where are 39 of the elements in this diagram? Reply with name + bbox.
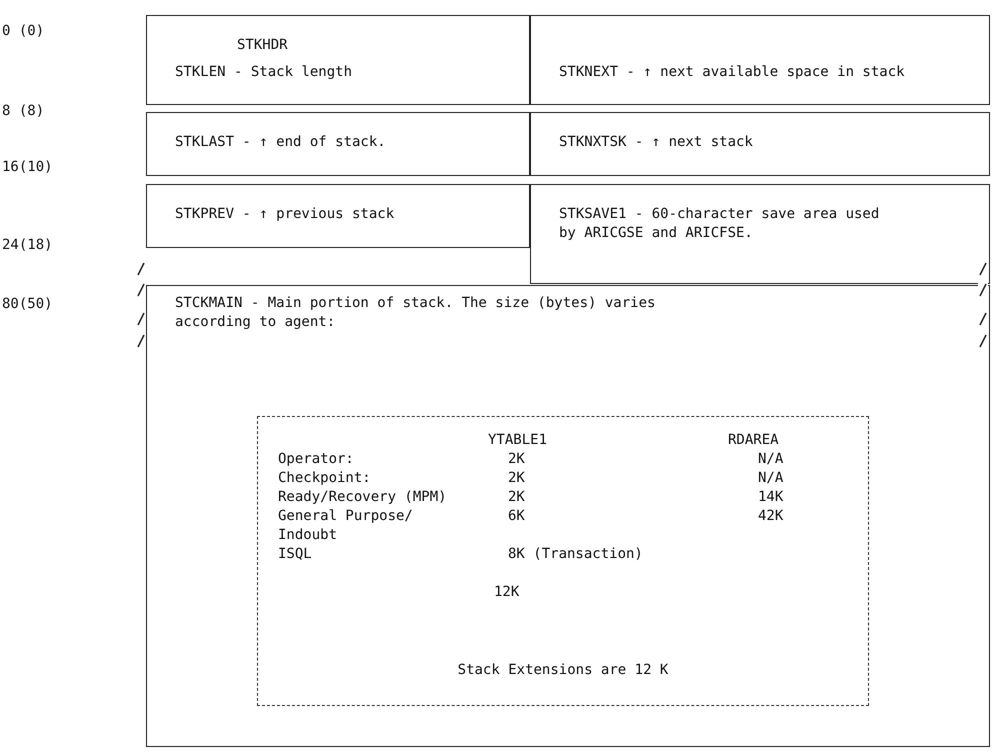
field-box xyxy=(146,15,530,105)
field-box xyxy=(530,15,990,105)
field-box xyxy=(146,285,990,747)
offset-label: 16(10) xyxy=(2,158,54,177)
offset-label: 24(18) xyxy=(2,236,54,255)
row-label: Operator: xyxy=(278,450,355,469)
size-value: 2K xyxy=(508,450,526,469)
field-box xyxy=(146,112,530,176)
column-header: YTABLE1 xyxy=(488,431,548,450)
size-value: 6K xyxy=(508,507,526,526)
field-label: STKLEN - Stack length xyxy=(175,63,354,82)
field-label: STKPREV - ↑ previous stack xyxy=(175,205,396,224)
field-box xyxy=(530,184,990,284)
size-value: N/A xyxy=(758,469,784,488)
column-header: RDAREA xyxy=(728,431,780,450)
row-label: Checkpoint: xyxy=(278,469,372,488)
offset-label: 0 (0) xyxy=(2,22,46,41)
field-label: STKSAVE1 - 60-character save area used by ARICGSE and ARICFSE. xyxy=(559,205,880,243)
row-label: ISQL xyxy=(278,545,313,564)
size-value: N/A xyxy=(758,450,784,469)
size-value: 2K xyxy=(508,488,526,507)
field-label: STCKMAIN - Main portion of stack. The size (bytes) varies according to agent: xyxy=(175,294,656,332)
row-label: Ready/Recovery (MPM) xyxy=(278,488,448,507)
size-value: 14K xyxy=(758,488,784,507)
table-note: Stack Extensions are 12 K xyxy=(456,661,670,680)
row-label: General Purpose/ Indoubt xyxy=(278,507,414,545)
size-value: 8K (Transaction) xyxy=(508,545,644,564)
field-label: STKNXTSK - ↑ next stack xyxy=(559,133,754,152)
size-value: 42K xyxy=(758,507,784,526)
size-value: 2K xyxy=(508,469,526,488)
field-label: STKNEXT - ↑ next available space in stack xyxy=(559,63,906,82)
offset-label: 80(50) xyxy=(2,295,54,314)
field-box xyxy=(146,184,530,248)
field-label: STKLAST - ↑ end of stack. xyxy=(175,133,387,152)
size-value: 12K xyxy=(494,583,520,602)
header-title: STKHDR xyxy=(237,36,289,55)
offset-label: 8 (8) xyxy=(2,102,46,121)
field-box xyxy=(530,112,990,176)
size-table-box xyxy=(257,416,869,706)
